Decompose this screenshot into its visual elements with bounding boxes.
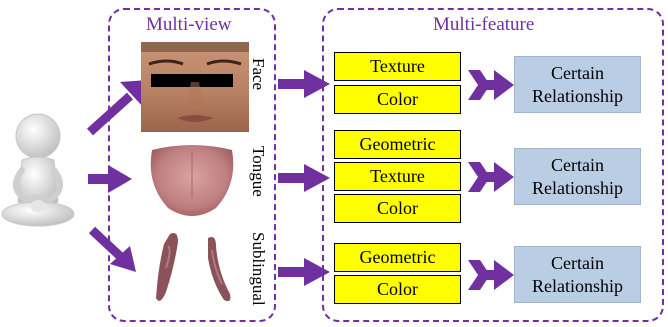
face-feature-color: Color [334,85,461,114]
arrow-to-sublingual [86,224,144,276]
face-relationship-line2: Relationship [532,85,623,108]
arrow-to-tongue [86,164,136,194]
arrow-face-to-features [276,68,332,100]
tongue-relationship-line2: Relationship [532,177,623,200]
sublingual-feature-geometric: Geometric [334,243,461,272]
sublingual-label: Sublingual [248,232,268,306]
sublingual-relationship-line1: Certain [551,252,604,275]
merge-arrow-face [466,66,516,104]
multi-view-title: Multi-view [146,14,232,36]
arrow-sublingual-to-features [276,256,332,288]
tongue-feature-geometric: Geometric [334,130,461,159]
tongue-feature-texture: Texture [334,162,461,191]
merge-arrow-sublingual [466,256,516,294]
face-label: Face [248,58,268,90]
face-image [141,42,249,132]
face-relationship-line1: Certain [551,62,604,85]
sublingual-feature-color: Color [334,275,461,304]
tongue-feature-color: Color [334,194,461,223]
face-relationship-box: Certain Relationship [514,56,641,113]
multi-feature-title: Multi-feature [433,14,534,36]
sublingual-relationship-box: Certain Relationship [514,246,641,303]
merge-arrow-tongue [466,158,516,196]
tongue-image [146,138,238,220]
tongue-label: Tongue [248,146,268,197]
arrow-tongue-to-features [276,162,332,194]
tongue-relationship-line1: Certain [551,154,604,177]
sublingual-relationship-line2: Relationship [532,275,623,298]
person-figure [0,110,78,230]
face-feature-texture: Texture [334,52,461,81]
tongue-relationship-box: Certain Relationship [514,148,641,205]
sublingual-image [154,228,236,308]
